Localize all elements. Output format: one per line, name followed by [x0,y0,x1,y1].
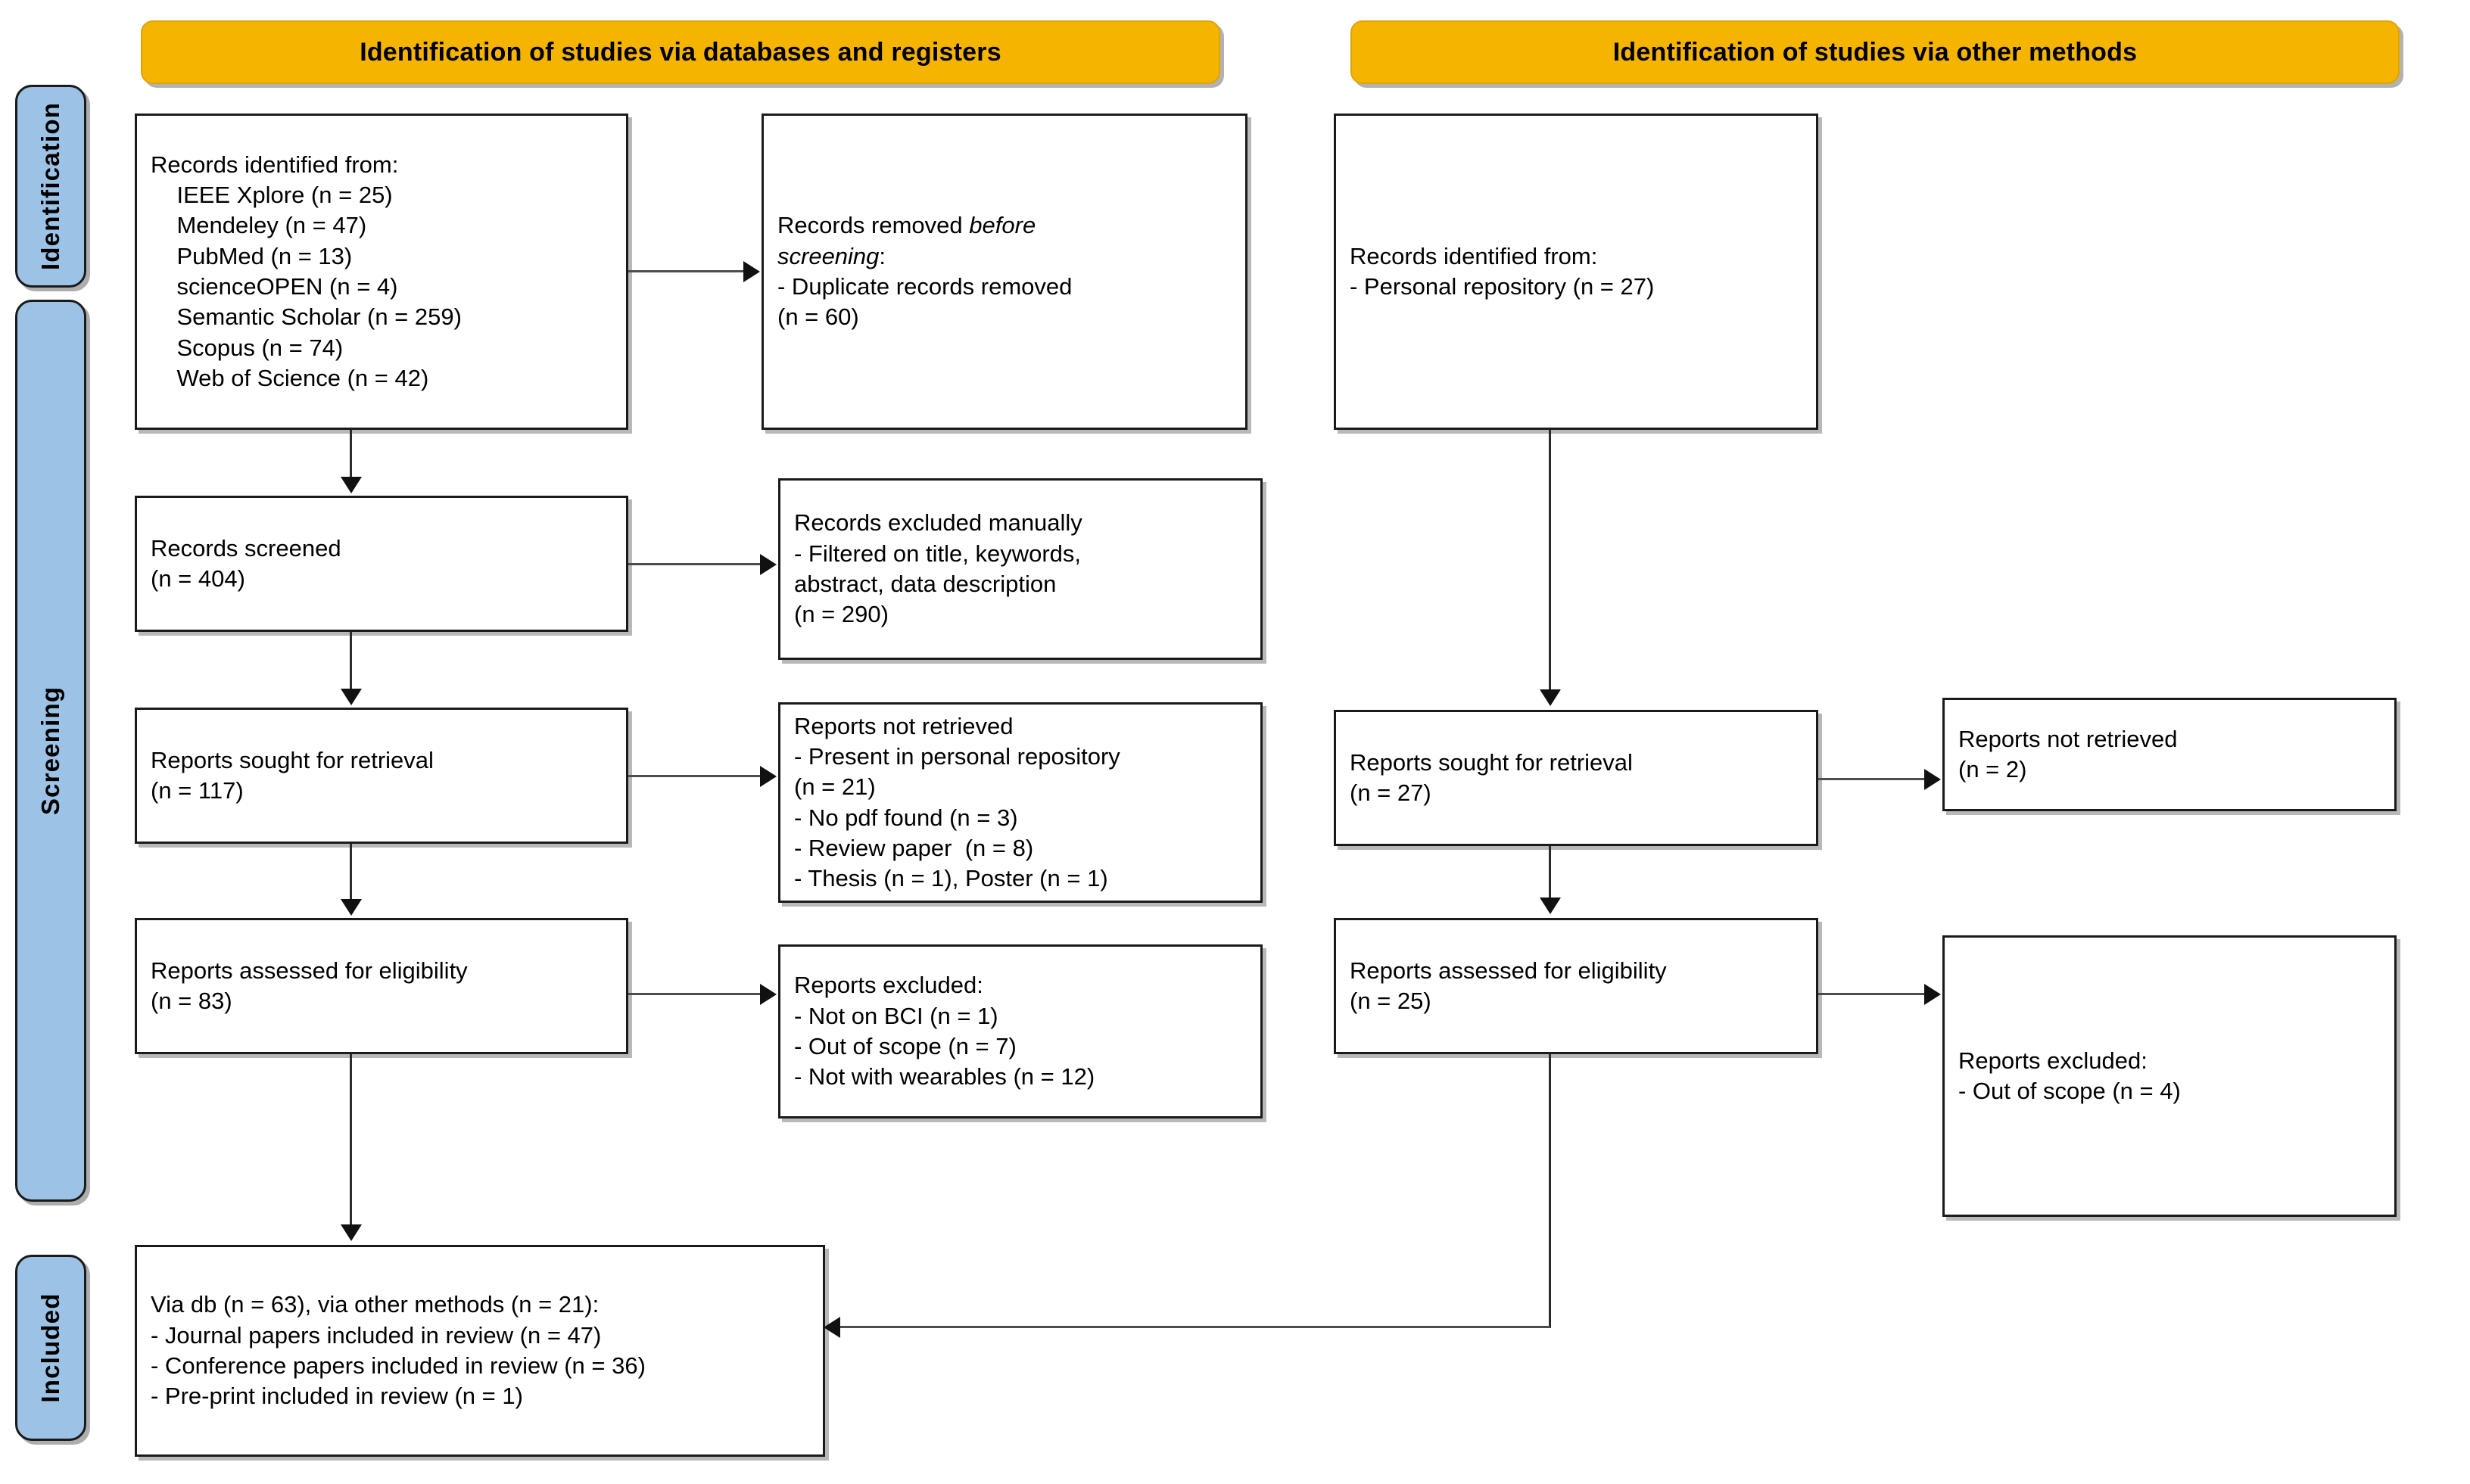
arrowhead-sought-to-not-retrieved [760,766,777,787]
reports-excluded-databases-text: Reports excluded: - Not on BCI (n = 1) -… [794,972,1095,1090]
records-removed-colon: : [879,242,886,269]
arrowhead-assessed-to-excluded [760,984,777,1005]
box-reports-assessed-other: Reports assessed for eligibility (n = 25… [1334,918,1818,1054]
reports-not-retrieved-databases-text: Reports not retrieved - Present in perso… [794,712,1120,892]
arrowhead-assessed-to-included [341,1224,362,1241]
box-reports-assessed-databases: Reports assessed for eligibility (n = 83… [135,918,628,1054]
studies-included-text: Via db (n = 63), via other methods (n = … [151,1291,646,1410]
reports-assessed-other-text: Reports assessed for eligibility (n = 25… [1350,957,1667,1014]
connector-assessed-to-excluded [628,993,762,995]
box-reports-not-retrieved-other: Reports not retrieved (n = 2) [1942,698,2397,811]
box-reports-sought-other: Reports sought for retrieval (n = 27) [1334,710,1818,846]
arrowhead-identified-to-removed [743,261,760,282]
records-screened-text: Records screened (n = 404) [151,534,341,592]
connector-identified-to-removed [628,270,745,272]
arrowhead-other-to-included [824,1317,840,1338]
connector-other-sought-to-not-retrieved [1818,778,1926,780]
reports-assessed-databases-text: Reports assessed for eligibility (n = 83… [151,957,468,1014]
records-removed-emph-screening: screening [777,242,880,269]
box-records-identified-databases: Records identified from: IEEE Xplore (n … [135,114,628,430]
records-removed-emph-before: before [969,212,1036,239]
records-identified-other-text: Records identified from: - Personal repo… [1350,242,1655,300]
connector-assessed-to-included [350,1054,352,1227]
box-records-excluded-manually: Records excluded manually - Filtered on … [778,478,1263,660]
box-reports-excluded-databases: Reports excluded: - Not on BCI (n = 1) -… [778,944,1263,1118]
banner-databases-label: Identification of studies via databases … [360,37,1001,67]
records-removed-line1: Records removed [777,212,970,239]
box-records-removed-before-screening: Records removed before screening: - Dupl… [762,114,1247,430]
box-reports-sought-databases: Reports sought for retrieval (n = 117) [135,708,628,844]
arrowhead-identified-to-screened [341,477,362,493]
connector-other-assessed-down [1549,1054,1551,1328]
box-records-screened: Records screened (n = 404) [135,496,628,632]
stage-included: Included [15,1255,86,1441]
records-excluded-manually-text: Records excluded manually - Filtered on … [794,509,1082,628]
reports-sought-other-text: Reports sought for retrieval (n = 27) [1350,748,1633,806]
connector-other-identified-to-sought [1549,430,1551,691]
records-identified-databases-text: Records identified from: IEEE Xplore (n … [151,151,462,391]
arrowhead-screened-to-sought [341,689,362,705]
connector-other-assessed-to-included [840,1326,1550,1328]
records-removed-line3: - Duplicate records removed [777,273,1073,300]
box-studies-included: Via db (n = 63), via other methods (n = … [135,1245,825,1457]
reports-sought-databases-text: Reports sought for retrieval (n = 117) [151,746,434,804]
box-reports-not-retrieved-databases: Reports not retrieved - Present in perso… [778,702,1263,903]
connector-screened-to-sought [350,632,352,691]
arrowhead-other-sought-to-assessed [1540,898,1561,914]
arrowhead-other-assessed-to-excluded [1924,984,1941,1005]
connector-sought-to-assessed [350,844,352,901]
arrowhead-other-identified-to-sought [1540,689,1561,706]
stage-identification-label: Identification [36,101,64,271]
stage-screening: Screening [15,300,86,1202]
banner-other-methods-label: Identification of studies via other meth… [1612,37,2138,67]
connector-other-assessed-to-excluded [1818,993,1926,995]
box-reports-excluded-other: Reports excluded: - Out of scope (n = 4) [1942,935,2397,1217]
banner-other-methods: Identification of studies via other meth… [1350,20,2400,84]
records-removed-line4: (n = 60) [777,303,859,331]
banner-databases-and-registers: Identification of studies via databases … [141,20,1220,84]
arrowhead-other-sought-to-not-retrieved [1924,769,1941,790]
box-records-identified-other: Records identified from: - Personal repo… [1334,114,1818,430]
stage-identification: Identification [15,85,86,288]
stage-screening-label: Screening [36,686,64,816]
arrowhead-screened-to-excluded [760,554,777,575]
stage-included-label: Included [36,1293,64,1403]
records-removed-text: Records removed before screening: - Dupl… [764,210,1245,332]
reports-excluded-other-text: Reports excluded: - Out of scope (n = 4) [1958,1047,2181,1104]
connector-screened-to-excluded [628,563,762,565]
connector-other-sought-to-assessed [1549,846,1551,900]
connector-identified-to-screened [350,430,352,479]
reports-not-retrieved-other-text: Reports not retrieved (n = 2) [1958,725,2178,782]
connector-sought-to-not-retrieved [628,775,762,777]
arrowhead-sought-to-assessed [341,899,362,916]
